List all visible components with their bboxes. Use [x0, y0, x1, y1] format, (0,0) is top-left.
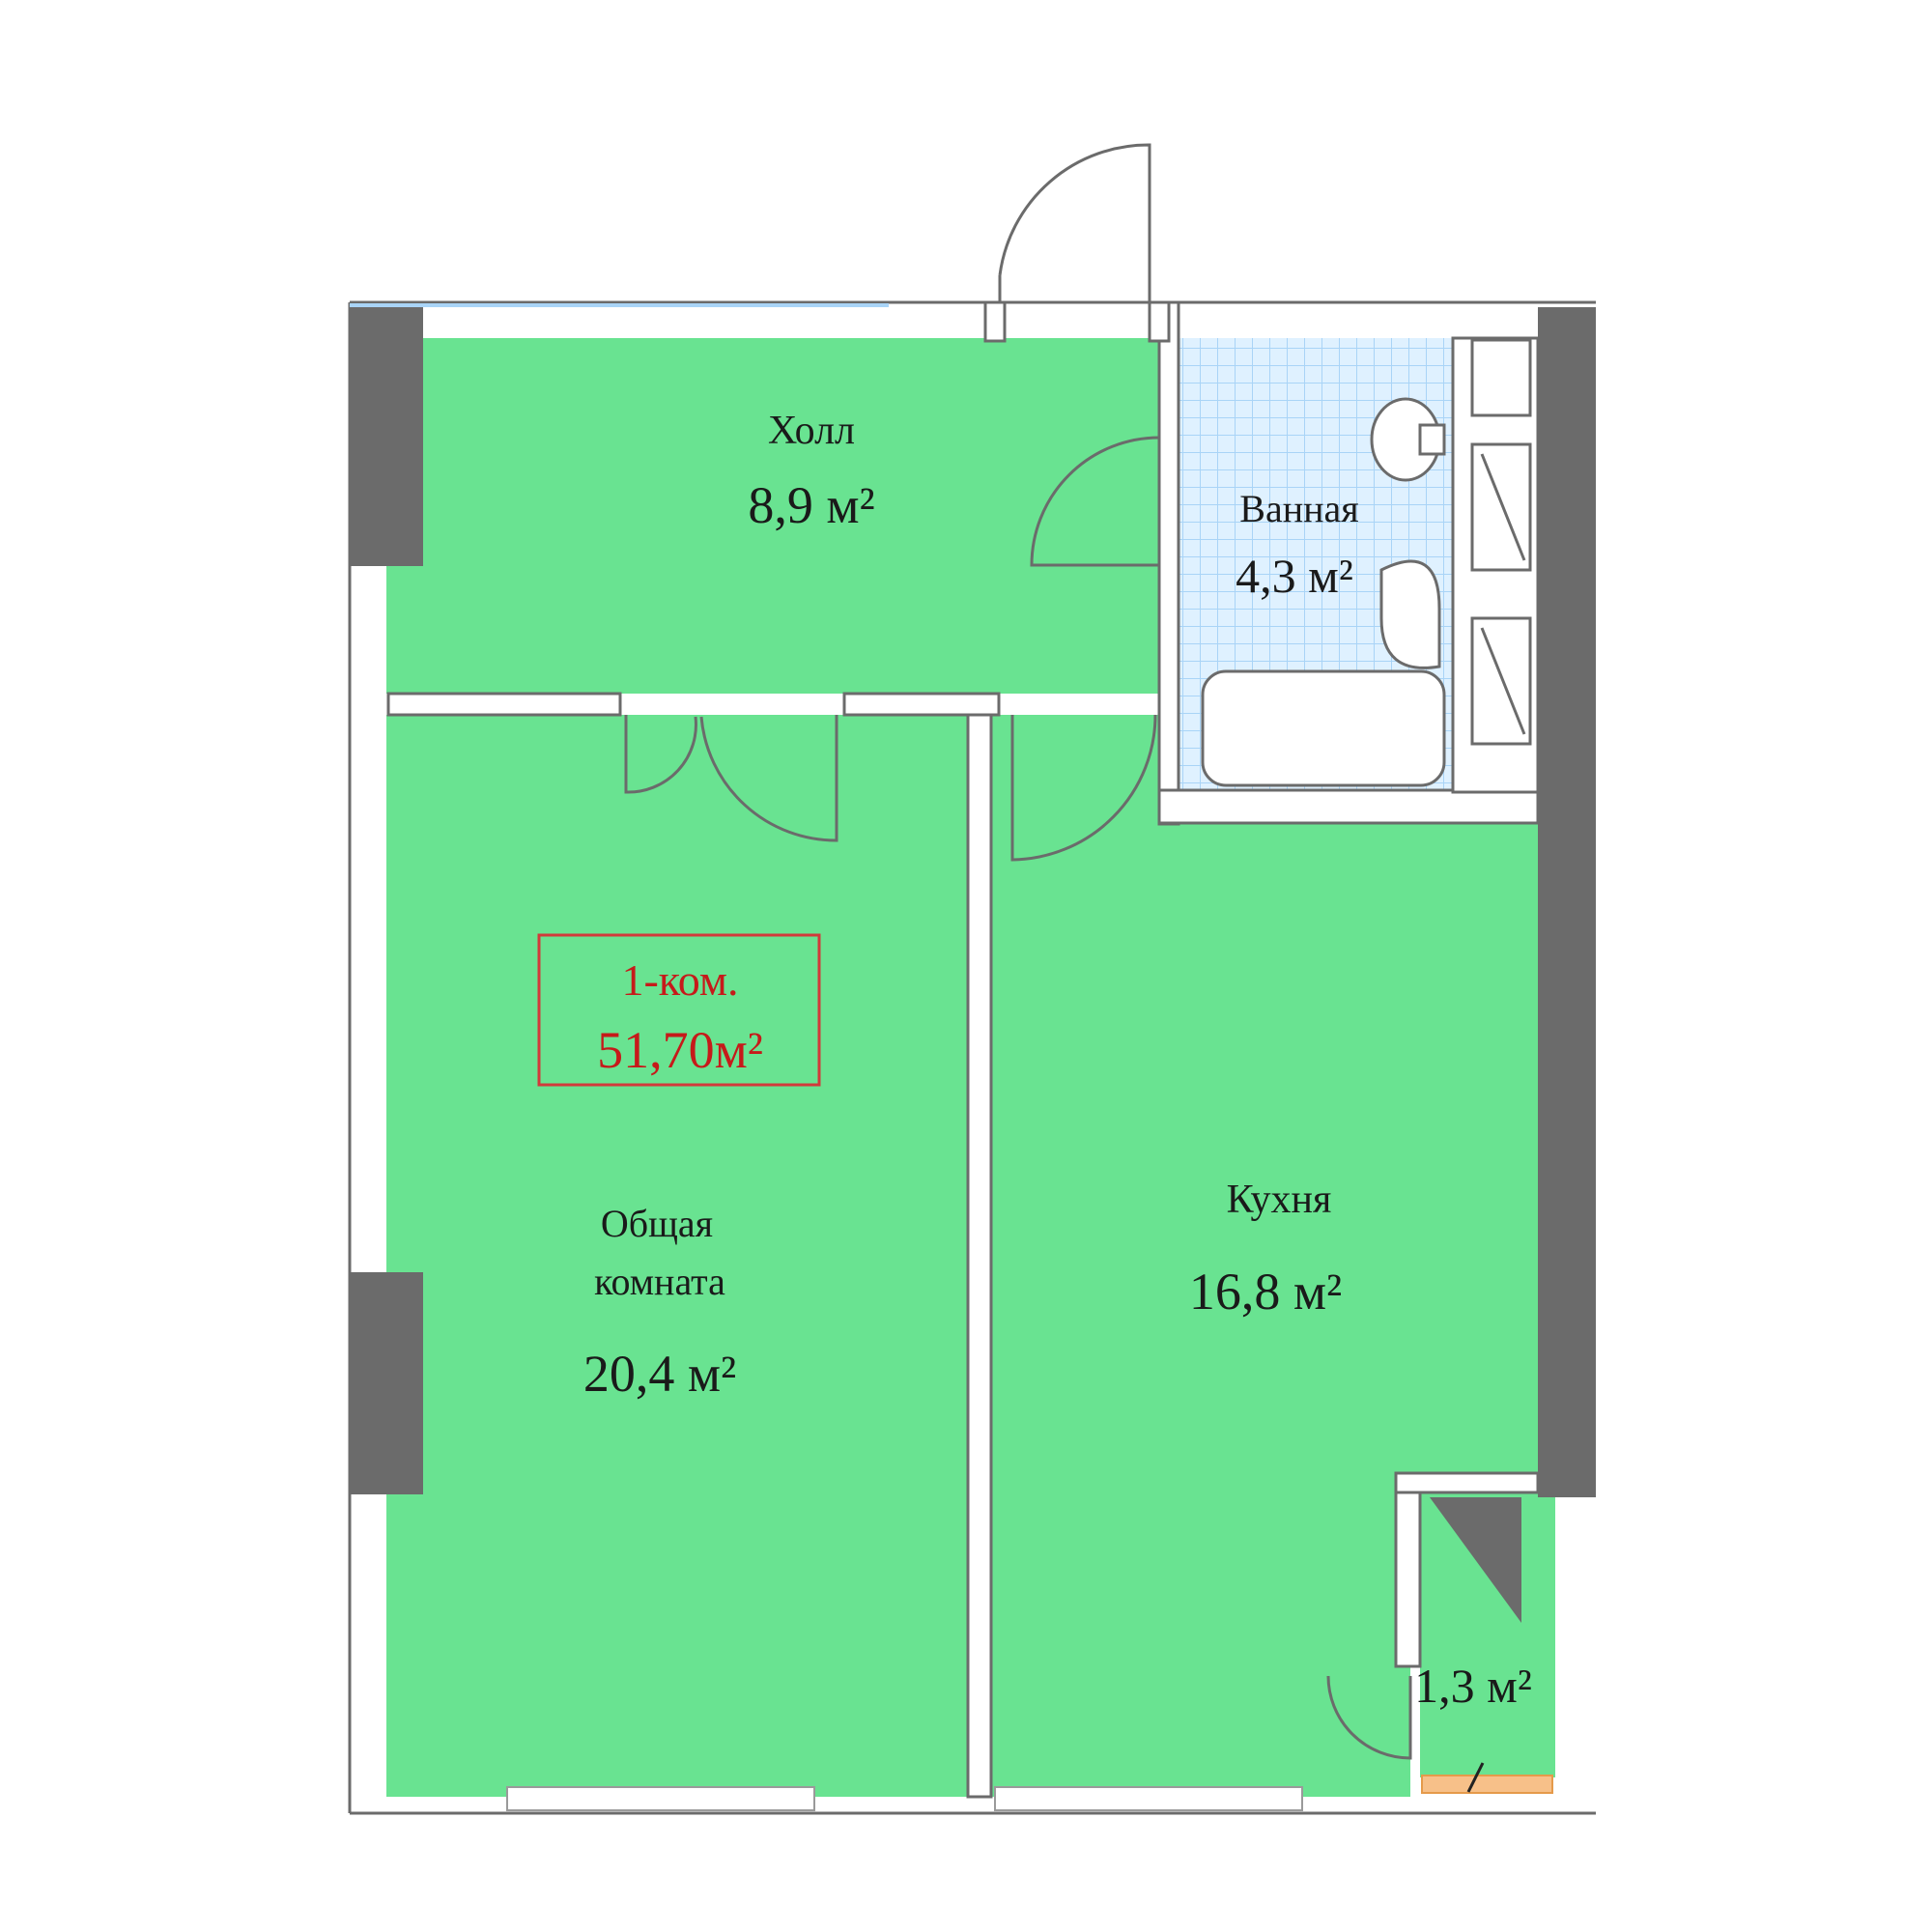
- wall-hall-living-right: [842, 692, 1001, 717]
- wall-closet-top: [1394, 1471, 1540, 1494]
- wall-closet-left: [1394, 1491, 1422, 1668]
- closet-area: 1,3 м²: [1414, 1659, 1532, 1713]
- living-name-line1: Общая: [601, 1202, 713, 1245]
- sink-icon: [1379, 559, 1441, 669]
- bath-area: 4,3 м²: [1236, 549, 1353, 603]
- wall-hall-bath: [1157, 300, 1180, 826]
- room-living: [386, 715, 968, 1797]
- wall-hall-living-left: [386, 692, 622, 717]
- vent-arrow: [1466, 1762, 1485, 1793]
- badge-line2: 51,70м²: [597, 1021, 763, 1079]
- bathtub-icon: [1201, 669, 1446, 787]
- hall-name: Холл: [768, 409, 855, 453]
- toilet-tank: [1418, 423, 1446, 456]
- window-living: [506, 1786, 815, 1811]
- badge-line1: 1-ком.: [621, 955, 738, 1005]
- living-name-line2: комната: [594, 1260, 725, 1303]
- kitchen-door: [1010, 714, 1157, 862]
- wall-living-kitchen: [966, 713, 993, 1799]
- shaft-cell: [1470, 338, 1532, 417]
- closet-fixture: [1430, 1497, 1521, 1623]
- vent-grille: [1421, 1775, 1553, 1794]
- shaft-cell: [1470, 442, 1532, 572]
- hall-area: 8,9 м²: [748, 476, 874, 534]
- window-kitchen: [994, 1786, 1303, 1811]
- living-area: 20,4 м²: [583, 1345, 736, 1403]
- wall-bath-bottom: [1157, 788, 1540, 825]
- column-top-left: [350, 307, 423, 566]
- closet-door: [1326, 1675, 1412, 1760]
- bath-door: [1030, 436, 1160, 567]
- door-jamb: [983, 300, 1007, 343]
- apartment-badge: [537, 933, 821, 1087]
- column-right: [1538, 307, 1596, 1497]
- living-door: [624, 715, 838, 842]
- shaft-lines: [1480, 453, 1526, 735]
- room-hall: [386, 338, 1159, 694]
- door-jamb: [1148, 300, 1171, 343]
- kitchen-area: 16,8 м²: [1189, 1263, 1342, 1321]
- column-mid-left: [350, 1272, 423, 1494]
- shaft-cell: [1470, 616, 1532, 746]
- kitchen-name: Кухня: [1227, 1178, 1332, 1222]
- bath-name: Ванная: [1239, 487, 1358, 530]
- shaft: [1451, 336, 1540, 794]
